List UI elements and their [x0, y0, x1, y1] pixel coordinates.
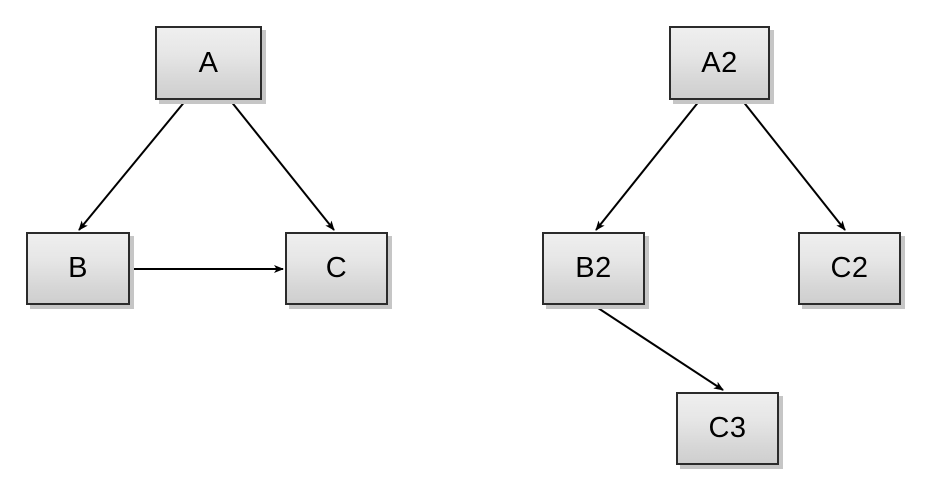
edge-group-left — [78, 99, 335, 273]
node-c[interactable]: C — [285, 232, 388, 305]
node-label-a: A — [198, 46, 219, 79]
node-label-c: C — [325, 252, 348, 284]
edge-a2-to-c2 — [741, 99, 846, 231]
edge-a-to-b — [78, 99, 187, 231]
node-label-b2: B2 — [575, 252, 612, 284]
edge-a-to-c — [229, 99, 335, 231]
node-c2[interactable]: C2 — [798, 232, 901, 305]
node-c3[interactable]: C3 — [676, 392, 779, 465]
node-a[interactable]: A — [155, 26, 262, 100]
node-label-c2: C2 — [830, 252, 869, 284]
node-b2[interactable]: B2 — [542, 232, 645, 305]
node-label-b: B — [68, 252, 88, 284]
edge-a2-to-b2 — [595, 99, 701, 231]
node-b[interactable]: B — [26, 232, 130, 305]
edge-group-right — [594, 99, 846, 391]
edge-b2-to-c3 — [594, 305, 724, 391]
node-label-c3: C3 — [708, 412, 747, 444]
node-a2[interactable]: A2 — [669, 26, 770, 100]
node-label-a2: A2 — [701, 46, 738, 79]
